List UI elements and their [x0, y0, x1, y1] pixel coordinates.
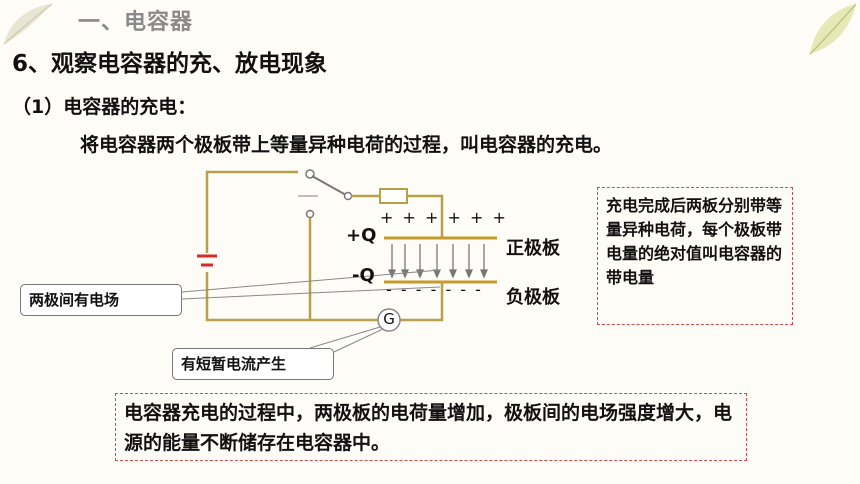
slide-title: 6、观察电容器的充、放电现象 — [12, 51, 328, 77]
wire-bottom — [205, 272, 380, 322]
slide-subtitle: （1）电容器的充电： — [12, 96, 197, 118]
leaf-decoration-right-icon — [809, 3, 857, 55]
callout-electric-field: 两极间有电场 — [20, 284, 182, 316]
negative-charges: - - - - - - - — [386, 280, 483, 299]
switch-contact-charge — [343, 191, 353, 201]
leaf-decoration-left-icon — [3, 3, 53, 45]
callout-transient-current: 有短暂电流产生 — [172, 348, 334, 380]
definition-text: 将电容器两个极板带上等量异种电荷的过程，叫电容器的充电。 — [80, 134, 613, 156]
plus-q-label: +Q — [346, 225, 377, 246]
switch-contact-discharge — [305, 209, 315, 219]
wire-top-left — [205, 170, 298, 253]
negative-plate-label: 负极板 — [506, 287, 560, 308]
resistor — [379, 188, 408, 204]
wire-bottom-right — [398, 282, 444, 322]
minus-q-label: -Q — [352, 265, 375, 286]
section-heading: 一、电容器 — [78, 10, 194, 35]
positive-charges: + + + + + + — [380, 208, 508, 227]
electric-field-arrows — [388, 244, 488, 279]
summary-box: 电容器充电的过程中，两极板的电荷量增加，极板间的电场强度增大，电源的能量不断储存… — [115, 393, 747, 461]
charge-note-box: 充电完成后两板分别带等量异种电荷，每个极板带电量的绝对值叫电容器的带电量 — [597, 187, 793, 325]
galvanometer-label: G — [383, 310, 395, 328]
positive-plate-label: 正极板 — [506, 238, 560, 259]
switch-blade — [311, 175, 347, 196]
galvanometer — [377, 308, 401, 332]
